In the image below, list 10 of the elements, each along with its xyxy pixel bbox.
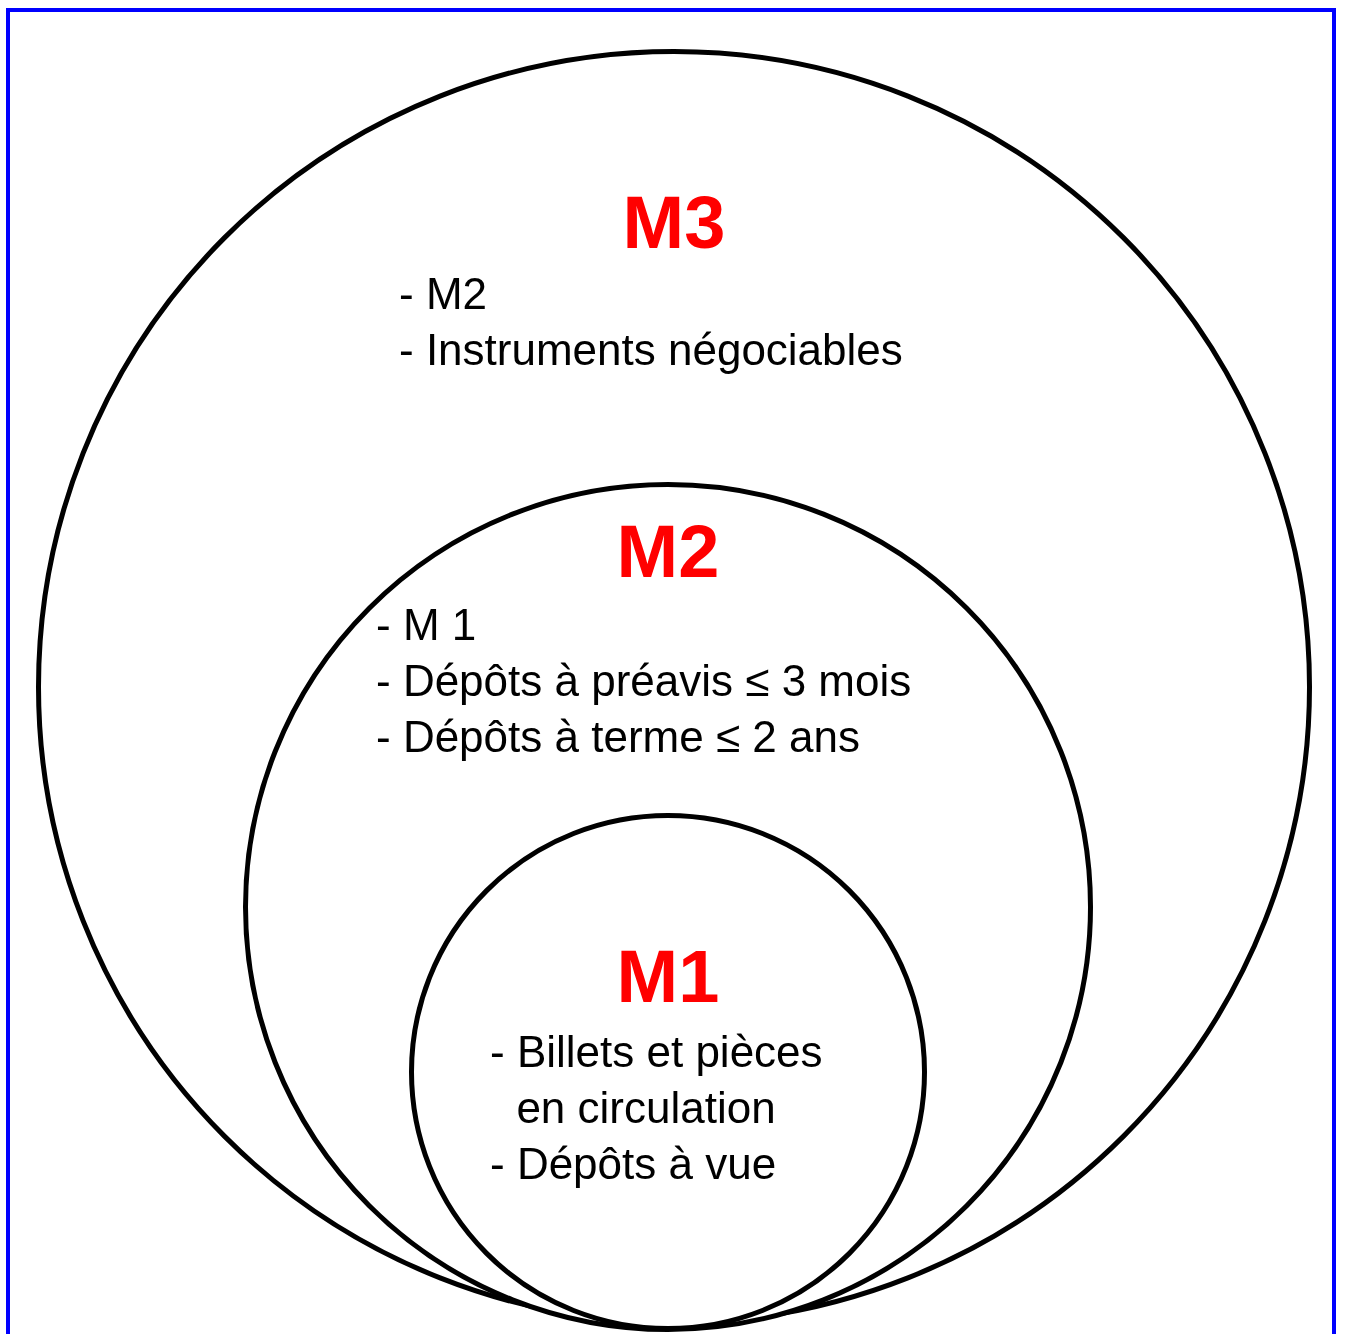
- list-item: - Billets et pièces en circulation: [490, 1026, 824, 1134]
- list-item: - M 1: [376, 599, 478, 651]
- heading: M3: [622, 186, 726, 260]
- list-item: - Dépôts à vue: [490, 1138, 778, 1190]
- heading: M1: [616, 940, 720, 1014]
- list-item: - Dépôts à préavis ≤ 3 mois: [376, 655, 913, 707]
- list-item: - Instruments négociables: [399, 324, 904, 376]
- heading: M2: [616, 515, 720, 589]
- list-item: - Dépôts à terme ≤ 2 ans: [376, 711, 861, 763]
- list-item: - M2: [399, 268, 488, 320]
